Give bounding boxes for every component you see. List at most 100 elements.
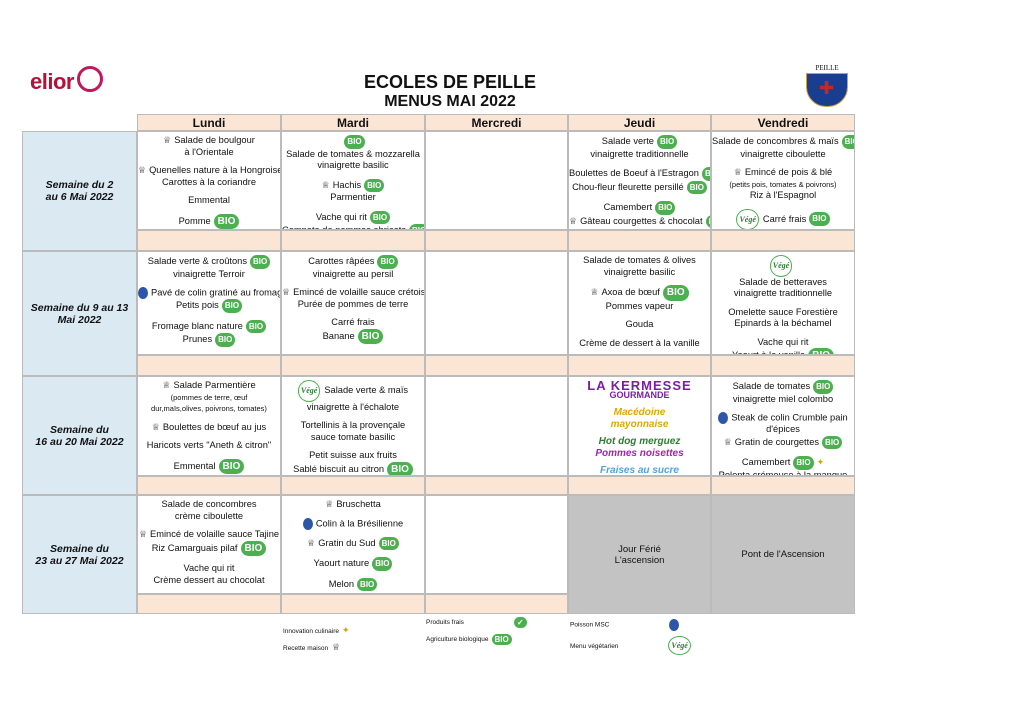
header-corner: [22, 114, 137, 131]
week-strip: [137, 230, 281, 251]
menu-line: Colin à la Brésilienne: [282, 517, 424, 530]
bio-icon: BIO: [655, 201, 676, 215]
dish-name: Camembert: [603, 202, 653, 213]
line-gap: [569, 160, 710, 167]
line-gap: [282, 280, 424, 287]
kermesse-item: Macédoine: [613, 407, 666, 418]
dish-name: Emincé de volaille sauce crétoise: [293, 287, 425, 297]
week-strip: [281, 355, 425, 376]
elior-swirl-icon: [76, 66, 103, 92]
week-strip: [281, 476, 425, 495]
bio-icon: BIO: [357, 577, 378, 591]
dish-name: Crème de dessert à la vanille: [579, 337, 700, 348]
menu-line: Polenta crémeuse à la mangue: [712, 469, 854, 476]
dish-name: Salade de boulgour: [174, 135, 255, 145]
dish-name: vinaigrette basilic: [603, 266, 676, 277]
line-gap: [282, 172, 424, 179]
dish-name: Sablé biscuit au citron: [293, 463, 385, 474]
line-gap: [138, 188, 280, 195]
line-gap: [712, 202, 854, 209]
dish-name: vinaigrette au persil: [312, 268, 394, 279]
menu-line: ♕Bruschetta: [282, 499, 424, 511]
menu-cell: [425, 376, 568, 476]
dish-name: Prunes: [182, 334, 213, 345]
week-strip: [568, 230, 711, 251]
dish-name: Emincé de pois & blé: [744, 167, 833, 177]
dish-name: vinaigrette traditionnelle: [733, 288, 833, 298]
bio-icon: BIO: [662, 285, 689, 301]
bio-icon: BIO: [372, 557, 393, 571]
day-header-4: Vendredi: [711, 114, 855, 131]
dish-name: Salade Parmentière: [173, 380, 256, 390]
line-gap: [282, 571, 424, 578]
dish-name: Colin à la Brésilienne: [315, 517, 404, 528]
menu-line: Riz à l'Espagnol: [712, 190, 854, 202]
peille-crest: PEILLE: [800, 64, 854, 114]
fresh-leaf-icon: ✓: [513, 617, 527, 628]
legend-produits-frais: Produits frais✓: [426, 617, 527, 628]
menu-line: crème ciboulette: [138, 511, 280, 523]
week-strip: [281, 594, 425, 614]
bio-icon: BIO: [215, 333, 236, 347]
line-gap: [712, 300, 854, 307]
menu-line: Compote de pommes abricotsBIO: [282, 224, 424, 229]
menu-line: ♕Boulettes de bœuf au jus: [138, 422, 280, 434]
star-wand-icon: ✦: [816, 457, 825, 468]
dish-name: Omelette sauce Forestière: [728, 306, 838, 317]
line-gap: [282, 413, 424, 420]
menu-line: Salade de concombres & maïsBIO: [712, 135, 854, 149]
dish-name: Riz Camarguais pilaf: [151, 542, 238, 553]
dish-name: Haricots verts "Aneth & citron": [146, 440, 272, 450]
dish-name: vinaigrette traditionnelle: [590, 148, 689, 159]
dish-name: Pomme: [178, 215, 211, 226]
line-gap: [569, 312, 710, 319]
chef-hat-icon: ♕: [332, 642, 341, 652]
msc-fish-icon: [302, 517, 313, 530]
menu-line: (petits pois, tomates & poivrons): [712, 179, 854, 191]
bio-icon: BIO: [378, 536, 399, 550]
week-strip: [425, 594, 568, 614]
dish-name: Boulettes de Boeuf à l'Estragon: [569, 168, 699, 179]
line-gap: [569, 278, 710, 285]
line-gap: [282, 204, 424, 211]
legend-recette: Recette maison♕: [283, 642, 341, 652]
kermesse-item: Fraises au sucre: [600, 465, 679, 476]
dish-name: Axoa de bœuf: [601, 287, 660, 298]
line-gap: [282, 443, 424, 450]
menu-cell: [425, 251, 568, 355]
dish-name: Polenta crémeuse à la mangue: [718, 469, 848, 476]
bio-icon: BIO: [409, 224, 424, 229]
week-strip: [137, 594, 281, 614]
week-strip: [711, 355, 855, 376]
menu-line: Purée de pommes de terre: [282, 299, 424, 311]
dish-name: crème ciboulette: [174, 510, 244, 521]
line-gap: [138, 522, 280, 529]
chef-hat-icon: ♕: [163, 135, 172, 145]
menu-line: Carré frais: [282, 317, 424, 329]
week-strip: [568, 476, 711, 495]
bio-icon: BIO: [822, 435, 843, 449]
dish-name: Camembert: [741, 457, 791, 468]
bio-icon: BIO: [813, 380, 834, 394]
msc-fish-icon: [138, 287, 148, 299]
menu-line: vinaigrette ciboulette: [712, 149, 854, 161]
closed-day-cell: Jour Férié L'ascension: [568, 495, 711, 614]
bio-icon: BIO: [369, 210, 391, 224]
bio-icon: BIO: [344, 135, 365, 149]
line-gap: [712, 330, 854, 337]
line-gap: [569, 194, 710, 201]
chef-hat-icon: ♕: [325, 499, 334, 509]
day-header-0: Lundi: [137, 114, 281, 131]
menu-line: ♕Salade Parmentière: [138, 380, 280, 392]
